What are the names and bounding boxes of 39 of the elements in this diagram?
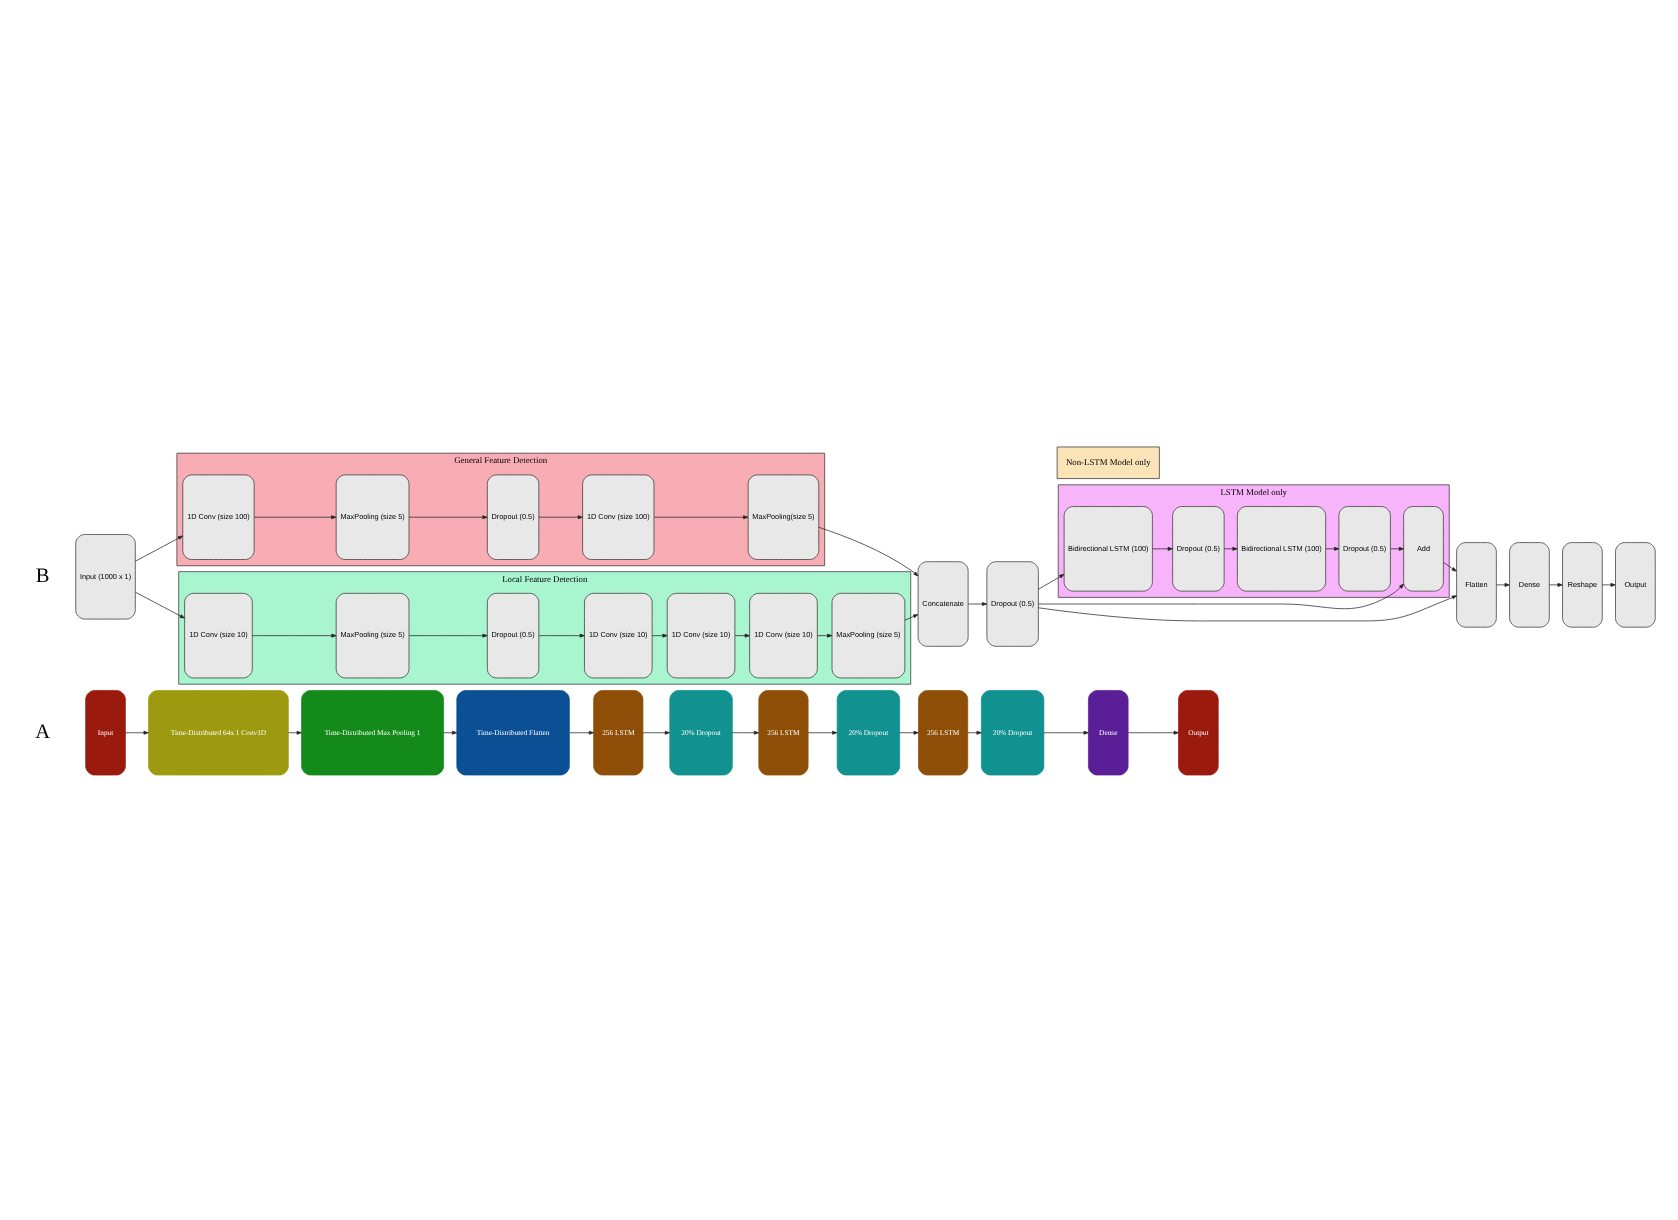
arrow (1038, 594, 1457, 621)
arrow (408, 632, 488, 637)
arrow (1390, 545, 1404, 550)
label: A (35, 720, 51, 743)
label: B (35, 564, 50, 587)
arrow (408, 514, 488, 519)
arrow (1549, 581, 1563, 586)
arrow (904, 613, 919, 620)
arrow (967, 601, 988, 605)
arrow (1443, 560, 1457, 571)
arrow (1038, 582, 1404, 609)
arrow (253, 514, 337, 519)
arrow (967, 729, 982, 734)
arrow (818, 525, 919, 576)
arrow (1038, 572, 1065, 589)
arrow (251, 632, 337, 637)
arrow (1152, 545, 1173, 550)
arrow (538, 632, 585, 637)
arrow (653, 514, 749, 519)
arrow (817, 632, 833, 637)
arrow (443, 729, 458, 734)
arrow (1325, 545, 1340, 550)
arrow (807, 729, 838, 734)
arrow (288, 729, 302, 734)
arrow (1043, 729, 1089, 734)
arrow (125, 729, 149, 734)
arrow (642, 729, 670, 734)
arrow (734, 632, 750, 637)
arrow (899, 729, 919, 734)
arrow (135, 534, 184, 561)
arrow (651, 632, 668, 637)
arrow (732, 729, 759, 734)
arrow (1223, 545, 1238, 550)
arrow (1496, 581, 1510, 586)
arrow (538, 514, 583, 519)
arrow (135, 590, 185, 618)
arrow (1601, 581, 1616, 586)
arrow (569, 729, 594, 734)
arrow (1127, 729, 1179, 734)
